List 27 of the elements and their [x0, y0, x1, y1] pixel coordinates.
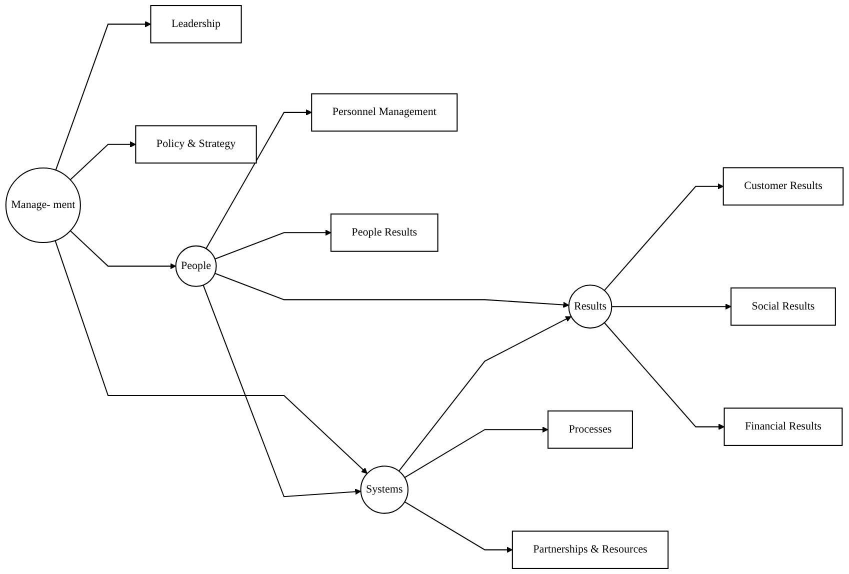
- node-circle: People: [175, 245, 217, 287]
- arrow: [404, 501, 513, 553]
- node-circle: Manage- ment: [5, 168, 81, 244]
- node-circle: Results: [568, 284, 612, 329]
- node-box: Policy & Strategy: [135, 125, 257, 164]
- arrow: [604, 322, 725, 430]
- arrow: [404, 426, 548, 478]
- arrow: [70, 230, 176, 270]
- arrow: [206, 109, 312, 249]
- arrow: [612, 304, 732, 310]
- arrow: [214, 272, 570, 308]
- arrow: [70, 141, 136, 180]
- arrow: [398, 316, 572, 472]
- node-box: Partnerships & Resources: [512, 530, 669, 569]
- arrow: [54, 240, 368, 474]
- node-box: Social Results: [730, 287, 836, 326]
- node-circle: Systems: [360, 466, 408, 514]
- arrow: [214, 230, 332, 260]
- node-box: Financial Results: [724, 408, 843, 446]
- arrow: [604, 183, 724, 291]
- arrow: [202, 284, 362, 498]
- arrow: [55, 21, 152, 170]
- node-box: Personnel Management: [311, 93, 458, 132]
- node-box: Customer Results: [722, 167, 844, 206]
- node-box: People Results: [330, 214, 438, 252]
- node-box: Processes: [548, 410, 633, 449]
- node-box: Leadership: [150, 5, 242, 44]
